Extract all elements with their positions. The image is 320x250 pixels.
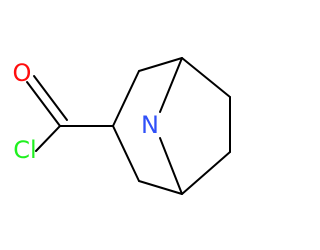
bond-c6-c5 bbox=[181, 151, 231, 195]
bond-c3-c4 bbox=[112, 125, 140, 182]
bond-c2-c1 bbox=[138, 57, 183, 72]
bond-c3-c2 bbox=[112, 70, 140, 127]
bond-c1-c7 bbox=[181, 57, 231, 98]
bond-c1-n bbox=[159, 57, 183, 113]
oxygen-atom-label: O bbox=[13, 59, 32, 87]
bond-carbonyl-double-1 bbox=[26, 81, 61, 127]
bond-c4-c5 bbox=[138, 180, 183, 195]
molecule-structure: O N Cl bbox=[13, 57, 231, 195]
chlorine-atom-label: Cl bbox=[13, 136, 36, 164]
bond-n-c5 bbox=[159, 137, 183, 195]
bond-carbonyl-double-2 bbox=[33, 75, 68, 121]
nitrogen-atom-label: N bbox=[141, 111, 159, 139]
bond-c-cl bbox=[35, 125, 61, 152]
